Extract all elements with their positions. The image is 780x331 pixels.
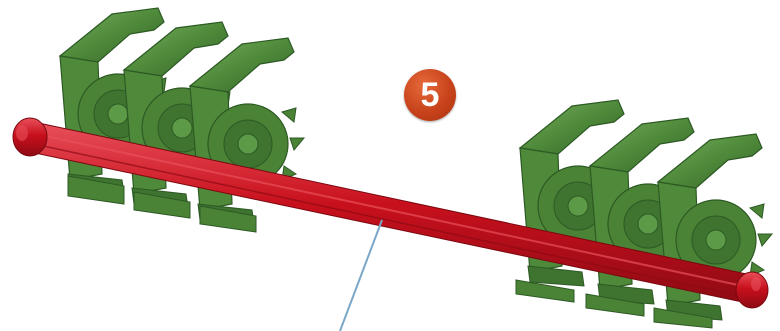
- axle-end-right: [735, 271, 769, 309]
- step-number-badge: 5: [404, 69, 456, 121]
- callout-line: [339, 219, 383, 331]
- red-axle: [12, 117, 769, 309]
- bracket-feet-front: [67, 175, 713, 329]
- step-number: 5: [420, 76, 440, 114]
